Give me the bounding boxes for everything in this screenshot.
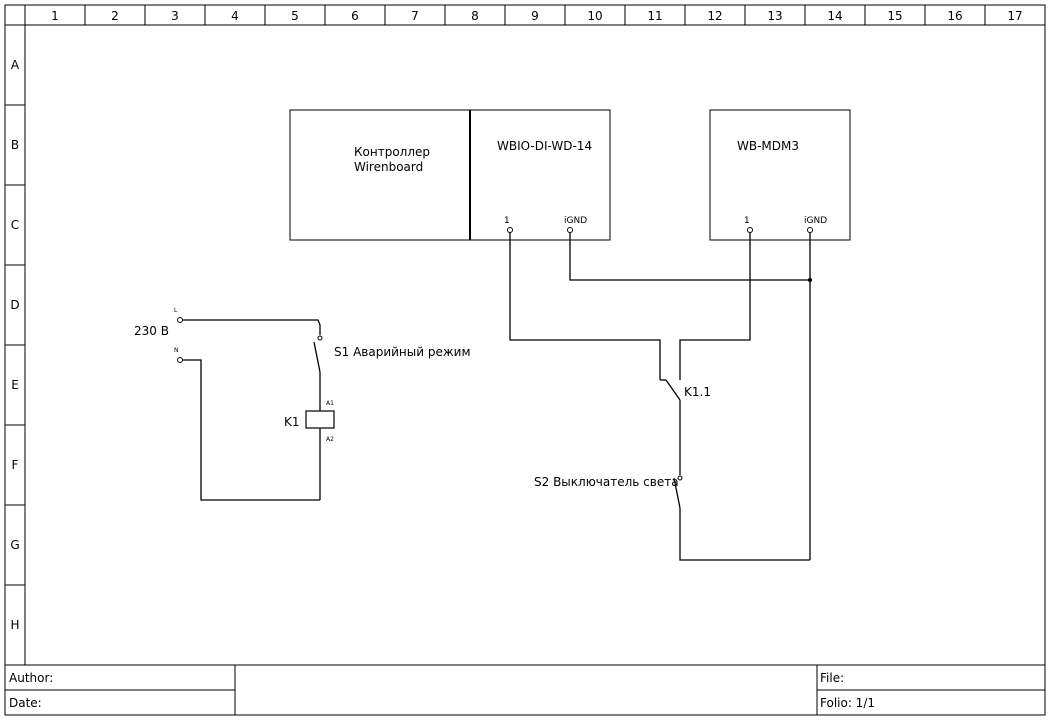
row-label: C	[11, 218, 19, 232]
column-label: 15	[887, 9, 902, 23]
s1-switch-label: S1 Аварийный режим	[334, 345, 471, 359]
di-pin-gnd-terminal[interactable]	[567, 227, 573, 233]
column-label: 16	[947, 9, 962, 23]
mdm-pin1-terminal[interactable]	[747, 227, 753, 233]
l-terminal-label: L	[174, 307, 178, 314]
mdm-pin1-label: 1	[744, 216, 750, 226]
gnd-bus-wire	[569, 232, 810, 281]
module-di-label: WBIO-DI-WD-14	[497, 139, 592, 153]
mdm-pin-gnd-label: iGND	[804, 216, 827, 226]
column-label: 6	[351, 9, 359, 23]
column-label: 14	[827, 9, 842, 23]
date-label: Date:	[9, 696, 42, 710]
row-label: A	[11, 58, 20, 72]
row-label: H	[10, 618, 19, 632]
controller-label-line1: Контроллер	[354, 145, 430, 159]
file-label: File:	[820, 671, 844, 685]
row-label: D	[10, 298, 19, 312]
column-label: 12	[707, 9, 722, 23]
k1-1-contact-blade	[665, 379, 681, 401]
di-pin1-label: 1	[504, 216, 510, 226]
author-label: Author:	[9, 671, 53, 685]
column-label: 11	[647, 9, 662, 23]
column-label: 9	[531, 9, 539, 23]
k1-a1-label: A1	[326, 400, 334, 407]
gnd-junction-dot	[808, 278, 812, 282]
k1-coil-label: K1	[284, 415, 300, 429]
s2-switch-blade	[673, 477, 681, 509]
module-di-block[interactable]: WBIO-DI-WD-14 1 iGND	[469, 109, 611, 241]
s2-terminal	[677, 475, 683, 481]
n-wire	[182, 359, 320, 501]
controller-block[interactable]: Контроллер Wirenboard	[289, 109, 471, 241]
title-block: Author: Date: File: Folio: 1/1	[5, 665, 1045, 715]
power-wiring	[177, 317, 335, 501]
column-label: 2	[111, 9, 119, 23]
n-terminal-label: N	[174, 347, 179, 354]
n-terminal[interactable]	[177, 357, 183, 363]
mdm-pin-gnd-terminal[interactable]	[807, 227, 813, 233]
mdm-pin1-wire	[679, 232, 751, 380]
column-label: 17	[1007, 9, 1022, 23]
di-pin1-terminal[interactable]	[507, 227, 513, 233]
folio-label: Folio: 1/1	[820, 696, 875, 710]
row-label: B	[11, 138, 19, 152]
l-terminal[interactable]	[177, 317, 183, 323]
di-pin-gnd-label: iGND	[564, 216, 587, 226]
column-label: 13	[767, 9, 782, 23]
row-ruler: A B C D E F G H	[5, 58, 25, 632]
signal-wiring	[509, 232, 812, 561]
column-label: 10	[587, 9, 602, 23]
column-label: 8	[471, 9, 479, 23]
k1-1-contact-label: K1.1	[684, 385, 711, 399]
module-mdm-label: WB-MDM3	[737, 139, 799, 153]
controller-label-line2: Wirenboard	[354, 160, 423, 174]
column-label: 7	[411, 9, 419, 23]
row-label: F	[12, 458, 19, 472]
column-label: 4	[231, 9, 239, 23]
s1-terminal	[317, 335, 323, 341]
column-label: 5	[291, 9, 299, 23]
s2-switch-label: S2 Выключатель света	[534, 475, 679, 489]
row-label: G	[10, 538, 19, 552]
voltage-label: 230 В	[134, 324, 169, 338]
column-label: 3	[171, 9, 179, 23]
column-label: 1	[51, 9, 59, 23]
k1-coil[interactable]	[305, 410, 335, 429]
row-label: E	[11, 378, 19, 392]
l-wire	[182, 319, 321, 335]
di-pin1-wire	[509, 232, 661, 380]
sheet-frame	[4, 4, 1046, 716]
s1-switch-blade	[313, 341, 321, 373]
k1-a2-label: A2	[326, 436, 334, 443]
module-mdm-block[interactable]: WB-MDM3 1 iGND	[709, 109, 851, 241]
